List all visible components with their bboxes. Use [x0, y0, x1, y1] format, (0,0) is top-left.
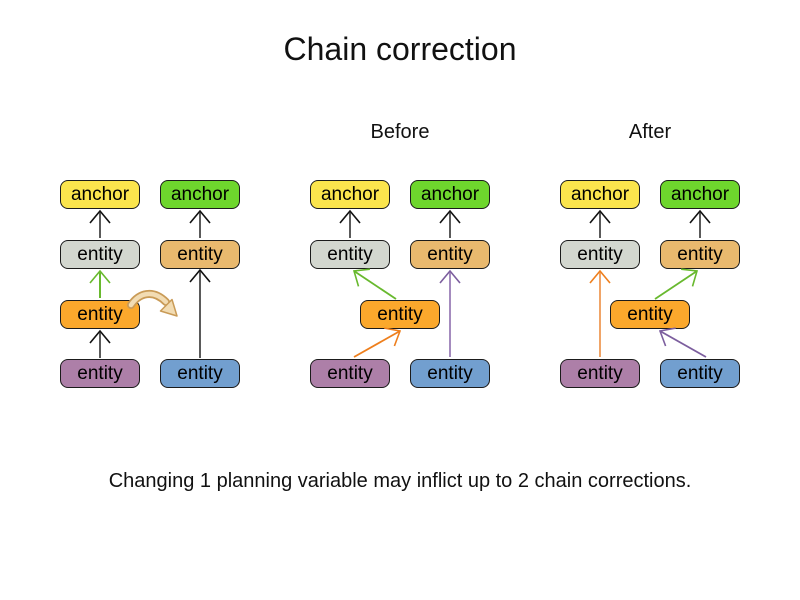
node-entity-tan: entity [410, 240, 490, 269]
node-entity-gray: entity [310, 240, 390, 269]
arrow-blue-to-tan-purple [439, 269, 461, 357]
after-label: After [628, 121, 672, 143]
node-anchor-green: anchor [160, 180, 240, 209]
page-title: Chain correction [283, 31, 517, 67]
arrow-purple-to-orange-orange [353, 327, 402, 358]
caption: Changing 1 planning variable may inflict… [108, 470, 692, 492]
arrow-purple-to-gray-orange [589, 269, 611, 357]
node-entity-orange: entity [610, 300, 690, 329]
arrow-orange-to-gray-green [89, 269, 111, 298]
arrow-tan-to-green-anchor [689, 209, 711, 238]
node-entity-purple: entity [60, 359, 140, 388]
node-entity-orange: entity [60, 300, 140, 329]
arrow-gray-to-yellow-anchor [589, 209, 611, 238]
node-anchor-green: anchor [660, 180, 740, 209]
node-entity-blue: entity [410, 359, 490, 388]
node-anchor-yellow: anchor [60, 180, 140, 209]
node-entity-blue: entity [660, 359, 740, 388]
node-anchor-green: anchor [410, 180, 490, 209]
before-label: Before [370, 121, 430, 143]
node-entity-purple: entity [310, 359, 390, 388]
node-entity-tan: entity [660, 240, 740, 269]
arrow-tan-to-green-anchor [439, 209, 461, 238]
arrow-purple-to-orange [89, 329, 111, 358]
node-entity-blue: entity [160, 359, 240, 388]
node-entity-gray: entity [60, 240, 140, 269]
arrow-tan-to-green-anchor [189, 209, 211, 238]
arrow-orange-to-gray-green [352, 268, 397, 300]
arrow-blue-to-orange-purple [658, 327, 707, 358]
node-entity-gray: entity [560, 240, 640, 269]
node-entity-orange: entity [360, 300, 440, 329]
arrow-gray-to-yellow-anchor [89, 209, 111, 238]
arrow-blue-to-tan [189, 268, 211, 358]
arrow-gray-to-yellow-anchor [339, 209, 361, 238]
node-anchor-yellow: anchor [310, 180, 390, 209]
node-entity-purple: entity [560, 359, 640, 388]
node-entity-tan: entity [160, 240, 240, 269]
node-anchor-yellow: anchor [560, 180, 640, 209]
arrow-orange-to-tan-green [654, 268, 699, 300]
